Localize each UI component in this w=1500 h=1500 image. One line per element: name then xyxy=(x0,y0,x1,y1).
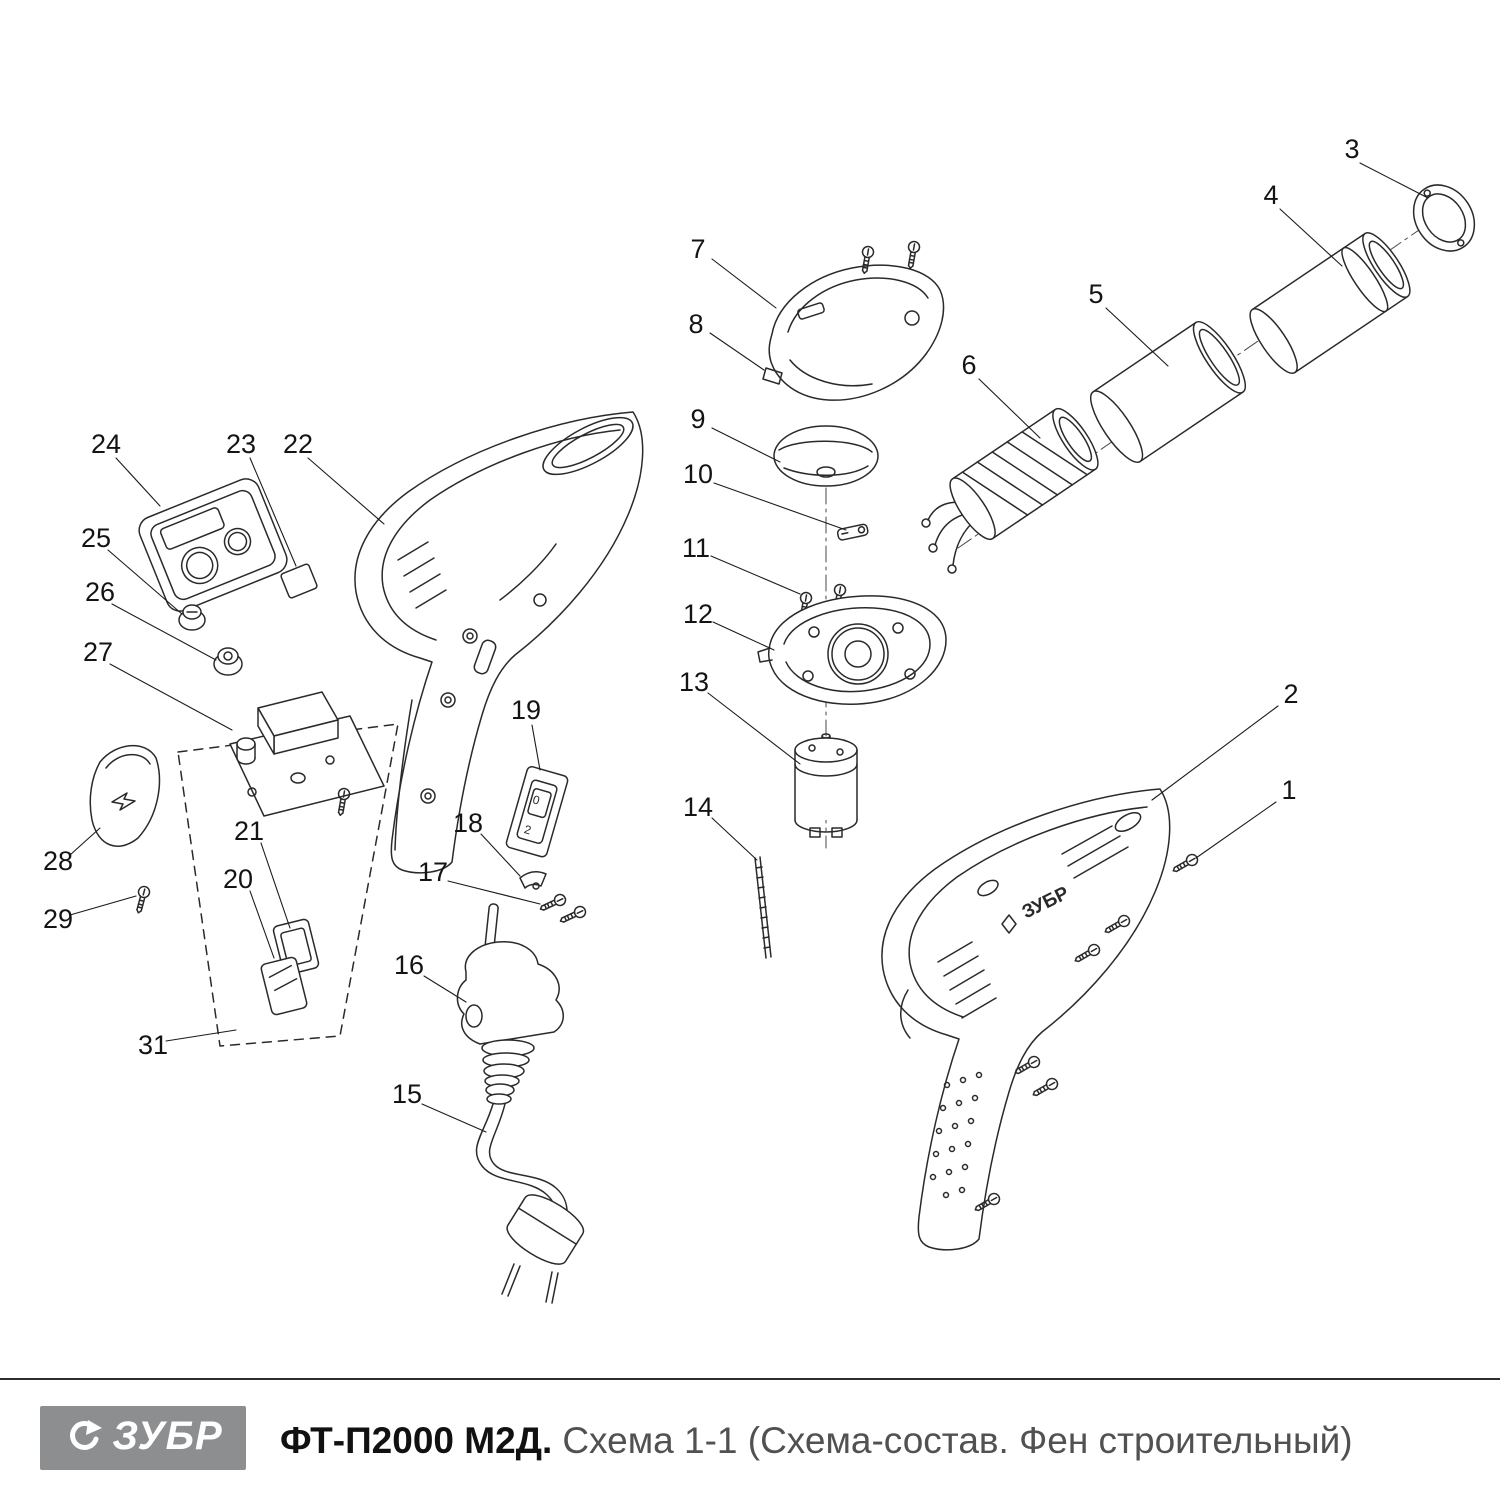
model-name: ФТ-П2000 М2Д. xyxy=(280,1420,553,1461)
callout-16: 16 xyxy=(394,950,467,1003)
callout-number-12: 12 xyxy=(683,599,713,629)
callout-2: 2 xyxy=(1151,679,1299,801)
callout-number-25: 25 xyxy=(81,523,111,553)
callout-number-23: 23 xyxy=(226,429,256,459)
callout-layer: 1234567891011121314151617181920212223242… xyxy=(43,134,1429,1133)
callout-20: 20 xyxy=(223,864,275,959)
callout-number-10: 10 xyxy=(683,459,713,489)
callout-number-2: 2 xyxy=(1283,679,1298,709)
button-cap xyxy=(178,604,206,631)
connector-block xyxy=(260,956,308,1016)
callout-number-18: 18 xyxy=(453,808,483,838)
callout-18: 18 xyxy=(453,808,521,877)
callout-5: 5 xyxy=(1088,279,1169,367)
callout-number-5: 5 xyxy=(1088,279,1103,309)
display-module xyxy=(138,478,288,612)
nozzle-tube xyxy=(1249,232,1411,374)
brand-logo: ЗУБР xyxy=(40,1406,246,1470)
callout-number-9: 9 xyxy=(690,404,705,434)
callout-28: 28 xyxy=(43,827,101,876)
rubber-pad xyxy=(280,563,318,599)
callout-7: 7 xyxy=(690,234,777,309)
motor-cover xyxy=(768,239,945,401)
callout-number-19: 19 xyxy=(511,695,541,725)
heating-element xyxy=(921,407,1099,574)
callout-22: 22 xyxy=(283,429,385,525)
callout-8: 8 xyxy=(688,309,765,371)
callout-number-4: 4 xyxy=(1263,180,1278,210)
callout-11: 11 xyxy=(682,533,801,595)
callout-13: 13 xyxy=(679,667,801,765)
callout-29: 29 xyxy=(43,895,137,934)
callout-number-1: 1 xyxy=(1281,775,1296,805)
callout-10: 10 xyxy=(683,459,847,531)
baffle-plate xyxy=(757,595,947,705)
left-housing-half xyxy=(354,411,644,874)
callout-number-29: 29 xyxy=(43,904,73,934)
callout-number-15: 15 xyxy=(392,1079,422,1109)
callout-26: 26 xyxy=(85,577,217,661)
power-cord-plug xyxy=(475,1103,585,1304)
retaining-ring xyxy=(1412,184,1476,252)
callout-25: 25 xyxy=(81,523,183,615)
callout-31: 31 xyxy=(138,1029,237,1060)
cover-screw xyxy=(132,884,152,915)
callout-number-6: 6 xyxy=(961,350,976,380)
callout-number-26: 26 xyxy=(85,577,115,607)
footer-divider xyxy=(0,1378,1500,1380)
cover-clip xyxy=(762,367,783,385)
inner-tube xyxy=(1090,321,1246,463)
callout-4: 4 xyxy=(1263,180,1343,267)
callout-23: 23 xyxy=(226,429,297,567)
motor xyxy=(794,733,858,838)
schema-subtitle: Схема 1-1 (Схема-состав. Фен строительны… xyxy=(562,1420,1353,1461)
callout-number-7: 7 xyxy=(690,234,705,264)
callout-3: 3 xyxy=(1344,134,1429,199)
callout-1: 1 xyxy=(1195,775,1297,859)
callout-6: 6 xyxy=(961,350,1041,439)
callout-number-31: 31 xyxy=(138,1030,168,1060)
callout-19: 19 xyxy=(511,695,541,771)
threaded-rod xyxy=(754,856,772,959)
fan-impeller xyxy=(773,425,879,487)
callout-number-27: 27 xyxy=(83,637,113,667)
callout-number-24: 24 xyxy=(91,429,121,459)
right-housing-half: ЗУБР xyxy=(881,788,1171,1251)
brand-arrow-icon xyxy=(70,1420,103,1450)
callout-number-14: 14 xyxy=(683,792,713,822)
callout-17: 17 xyxy=(418,857,541,905)
callout-21: 21 xyxy=(234,816,291,929)
callout-number-3: 3 xyxy=(1344,134,1359,164)
cord-clamp xyxy=(519,871,589,927)
cord-guard xyxy=(456,903,564,1105)
callout-number-16: 16 xyxy=(394,950,424,980)
callout-15: 15 xyxy=(392,1079,487,1133)
callout-number-20: 20 xyxy=(223,864,253,894)
callout-number-22: 22 xyxy=(283,429,313,459)
side-cover xyxy=(89,744,161,847)
callout-12: 12 xyxy=(683,599,775,651)
rocker-switch: 0 2 xyxy=(505,765,569,858)
brand-name: ЗУБР xyxy=(112,1414,223,1458)
callout-number-17: 17 xyxy=(418,857,448,887)
knob xyxy=(213,647,243,676)
callout-27: 27 xyxy=(83,637,233,731)
callout-9: 9 xyxy=(690,404,781,463)
callout-number-21: 21 xyxy=(234,816,264,846)
schema-title: ФТ-П2000 М2Д.Схема 1-1 (Схема-состав. Фе… xyxy=(280,1420,1353,1462)
callout-14: 14 xyxy=(683,792,758,861)
brush-holder xyxy=(836,523,869,541)
callout-24: 24 xyxy=(91,429,161,507)
callout-number-28: 28 xyxy=(43,846,73,876)
callout-number-8: 8 xyxy=(688,309,703,339)
switch-mark-0: 0 xyxy=(531,792,542,807)
callout-number-11: 11 xyxy=(682,533,710,563)
pcb-board xyxy=(229,691,385,817)
switch-mark-2: 2 xyxy=(523,822,534,837)
callout-number-13: 13 xyxy=(679,667,709,697)
